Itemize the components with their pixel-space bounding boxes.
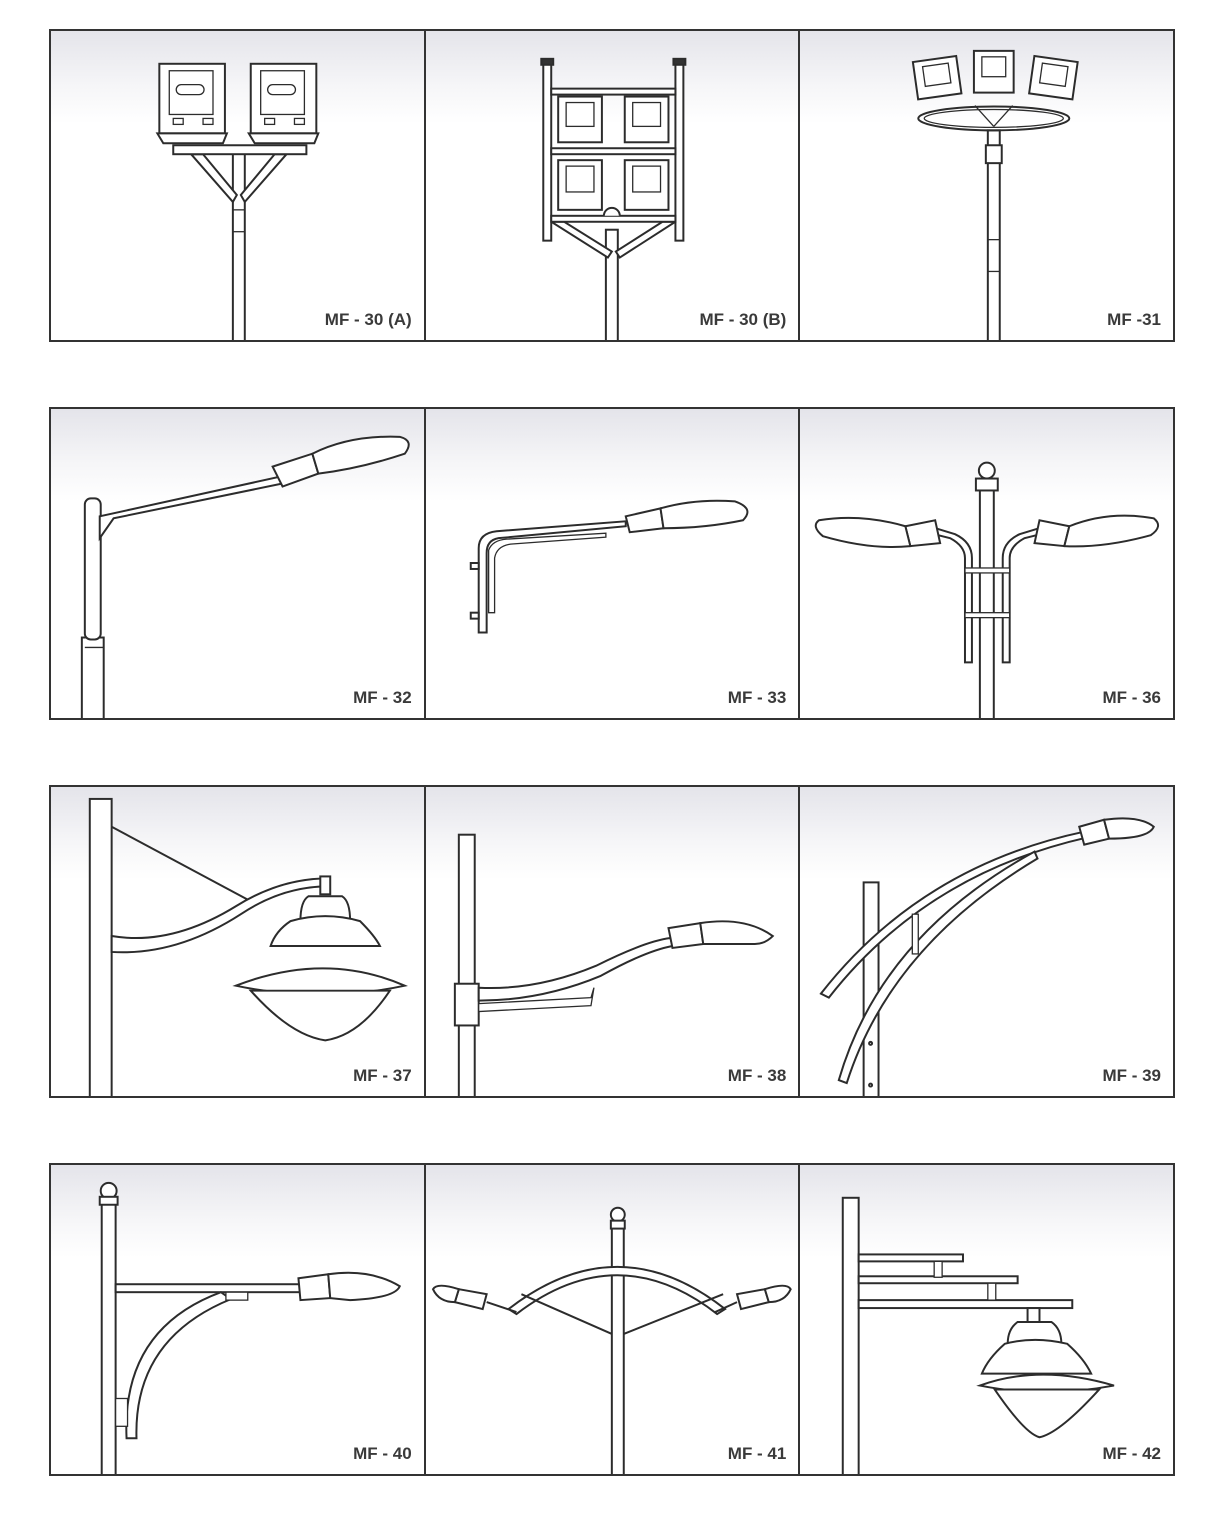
product-panel-mf-40: MF - 40 — [51, 1165, 426, 1474]
tiered-arm-pendant-light-illustration — [842, 1196, 1115, 1474]
product-panel-mf-37: MF - 37 — [51, 787, 426, 1096]
product-panel-mf-30b: MF - 30 (B) — [425, 31, 801, 340]
sweeping-arm-street-light-illustration — [819, 817, 1156, 1096]
model-label: MF - 36 — [1102, 688, 1162, 707]
curved-bracket-street-light-illustration — [98, 1181, 402, 1474]
model-label: MF - 41 — [727, 1444, 787, 1463]
model-label: MF - 30 (B) — [699, 310, 787, 329]
model-label: MF -31 — [1107, 310, 1162, 329]
model-label: MF - 40 — [353, 1444, 412, 1463]
model-label: MF - 38 — [727, 1066, 787, 1085]
wall-bracket-street-light-illustration — [469, 499, 749, 634]
single-arm-street-light-illustration — [80, 435, 410, 718]
product-panel-mf-41: MF - 41 — [425, 1165, 801, 1474]
product-panel-mf-32: MF - 32 — [51, 409, 426, 718]
twin-floodlight-pole-illustration — [155, 62, 320, 340]
ring-floodlight-pole-illustration — [912, 49, 1080, 340]
catalog-row-3: MF - 37 MF - 38 MF - 39 — [49, 785, 1175, 1098]
catalog-row-4: MF - 40 MF - 41 MF - 42 — [49, 1163, 1175, 1476]
decorative-arm-pendant-light-illustration — [88, 797, 408, 1096]
catalog-row-1: MF - 30 (A) MF - 30 (B) MF -31 — [49, 29, 1175, 342]
product-panel-mf-39: MF - 39 — [800, 787, 1174, 1096]
s-curve-arm-street-light-illustration — [453, 833, 775, 1096]
model-label: MF - 30 (A) — [324, 310, 412, 329]
model-label: MF - 33 — [727, 688, 787, 707]
model-label: MF - 42 — [1102, 1444, 1162, 1463]
model-label: MF - 37 — [353, 1066, 412, 1085]
product-panel-mf-33: MF - 33 — [425, 409, 801, 718]
product-panel-mf-30a: MF - 30 (A) — [51, 31, 426, 340]
model-label: MF - 32 — [353, 688, 412, 707]
product-panel-mf-31: MF -31 — [800, 31, 1174, 340]
double-arm-street-light-illustration — [815, 461, 1160, 718]
quad-floodlight-frame-pole-illustration — [539, 57, 687, 340]
product-panel-mf-38: MF - 38 — [425, 787, 801, 1096]
twin-arch-street-light-illustration — [431, 1206, 792, 1474]
model-label: MF - 39 — [1102, 1066, 1162, 1085]
product-panel-mf-42: MF - 42 — [800, 1165, 1174, 1474]
catalog-row-2: MF - 32 MF - 33 MF - 36 — [49, 407, 1175, 720]
product-panel-mf-36: MF - 36 — [800, 409, 1174, 718]
